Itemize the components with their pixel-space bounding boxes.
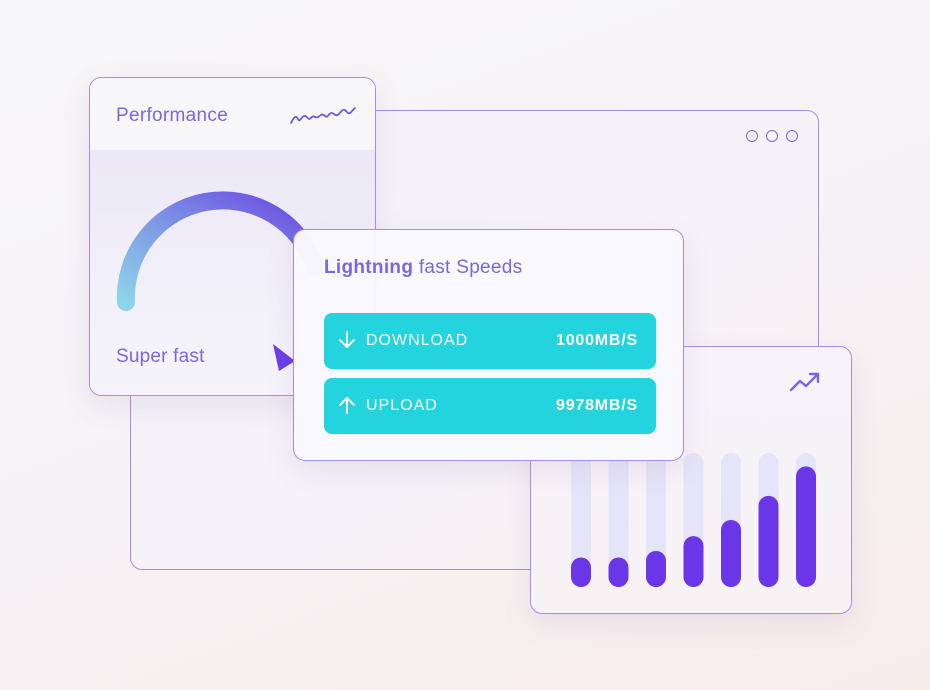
chart-bar	[646, 550, 666, 587]
window-controls	[746, 130, 798, 142]
performance-title: Performance	[116, 105, 229, 126]
speeds-card: Lightning fast Speeds DOWNLOAD 1000MB/S …	[293, 229, 684, 461]
speeds-title-bold: Lightning	[324, 257, 414, 278]
gauge-arc	[116, 191, 324, 311]
window-dot-icon[interactable]	[746, 130, 758, 142]
performance-caption: Super fast	[116, 346, 205, 367]
speeds-title: Lightning fast Speeds	[324, 257, 522, 279]
download-value: 1000MB/S	[556, 332, 638, 349]
upload-label: UPLOAD	[366, 397, 438, 414]
chart-bar	[683, 536, 704, 587]
chart-bar	[796, 466, 816, 587]
window-dot-icon[interactable]	[786, 130, 798, 142]
gauge-pointer-icon	[273, 344, 295, 371]
upload-value: 9978MB/S	[556, 397, 638, 414]
download-button[interactable]: DOWNLOAD 1000MB/S	[324, 313, 656, 369]
window-dot-icon[interactable]	[766, 130, 778, 142]
bar-chart	[571, 453, 816, 587]
bar-track	[571, 453, 591, 587]
bar-track	[608, 453, 629, 587]
chart-bar	[571, 557, 591, 587]
chart-bar	[721, 520, 741, 587]
sparkline-icon	[290, 107, 356, 124]
download-label: DOWNLOAD	[366, 332, 469, 349]
trend-up-icon	[789, 372, 820, 392]
performance-header: Performance	[90, 78, 375, 150]
arrow-up-icon	[339, 397, 355, 414]
chart-bar	[608, 557, 629, 587]
speeds-title-rest: fast Speeds	[413, 257, 523, 278]
chart-bar	[758, 495, 779, 587]
upload-button[interactable]: UPLOAD 9978MB/S	[324, 378, 656, 434]
arrow-down-icon	[339, 331, 355, 348]
speed-gauge	[116, 191, 324, 371]
